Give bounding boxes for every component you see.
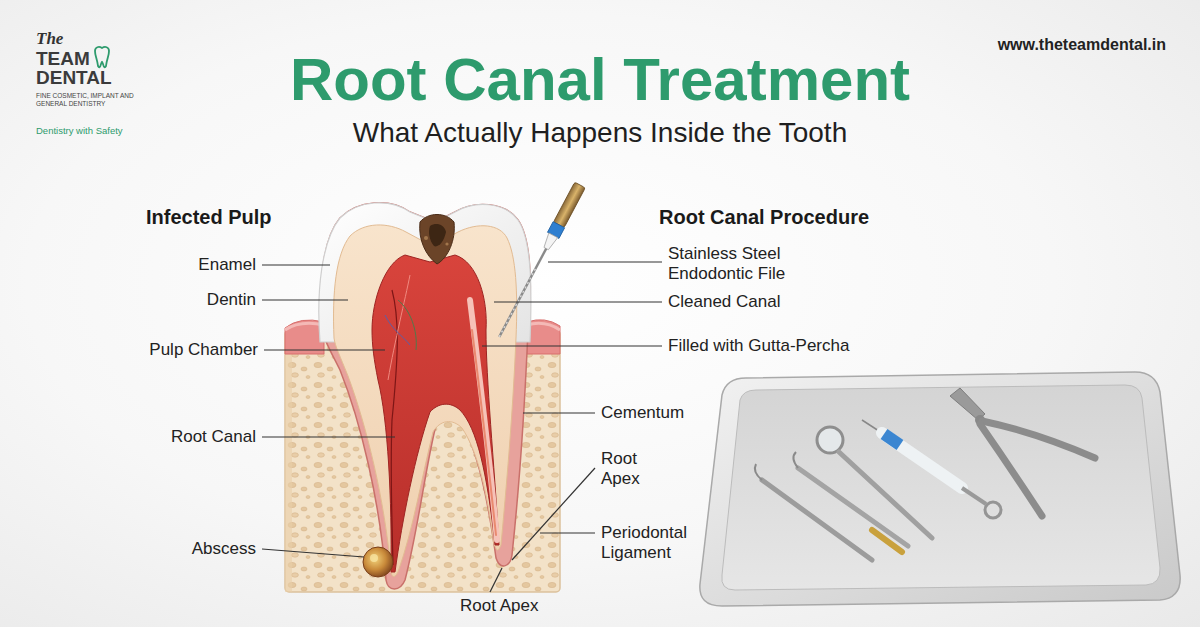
file-collar — [542, 233, 558, 251]
syringe-ring — [985, 502, 1001, 518]
part-label: Root Canal — [96, 427, 256, 447]
main-title: Root Canal Treatment — [0, 50, 1200, 110]
part-label: Abscess — [96, 539, 256, 559]
leader-line — [262, 299, 348, 300]
leader-line — [540, 532, 595, 533]
bone-side-shade — [285, 330, 292, 592]
mouth-mirror — [817, 427, 843, 453]
dentin-layer — [334, 225, 517, 577]
gold-tip — [872, 530, 902, 552]
syringe-barrel — [882, 433, 962, 488]
instrument-tray — [700, 372, 1180, 606]
gutta-percha-fill — [472, 330, 496, 535]
probe-tip — [755, 464, 762, 480]
pliers-handle — [980, 424, 1042, 516]
syringe-cap — [884, 434, 900, 445]
endodontic-file — [494, 182, 586, 340]
decay-core — [429, 224, 446, 246]
subtitle: What Actually Happens Inside the Tooth — [0, 118, 1200, 149]
pulp-nerve — [385, 315, 410, 345]
part-label: Root Apex — [601, 449, 653, 488]
part-label: Periodontal Ligament — [601, 523, 701, 562]
section-heading: Infected Pulp — [146, 206, 346, 229]
dental-probe — [762, 480, 872, 560]
leader-line — [523, 412, 595, 413]
logo-tagline: FINE COSMETIC, IMPLANT AND GENERAL DENTI… — [36, 92, 140, 109]
website-url: www.theteamdental.in — [950, 36, 1166, 54]
leader-lines — [262, 262, 662, 592]
leader-line — [548, 261, 662, 262]
leader-line — [494, 301, 662, 302]
decay-speck — [445, 242, 448, 245]
file-flutes — [499, 269, 535, 337]
pulp-nerve — [398, 300, 416, 350]
part-label: Enamel — [96, 255, 256, 275]
logo-slogan: Dentistry with Safety — [36, 126, 166, 136]
logo-tooth-icon — [95, 47, 109, 67]
part-label: Filled with Gutta-Percha — [668, 336, 928, 356]
abscess-highlight — [370, 554, 378, 562]
file-handle — [554, 182, 586, 227]
decay-speck — [424, 236, 428, 240]
leader-line — [490, 568, 502, 592]
section-heading: Root Canal Procedure — [659, 206, 919, 229]
tooth-root-surface — [321, 203, 531, 589]
pulp-vessel — [388, 275, 410, 380]
dental-explorer — [798, 468, 908, 546]
leader-line — [264, 349, 385, 350]
decay-cavity — [420, 215, 455, 265]
pulp-tissue — [372, 255, 499, 572]
leader-line — [262, 436, 395, 437]
part-label: Root Apex — [460, 596, 580, 616]
abscess-lesion — [363, 547, 393, 577]
part-label: Stainless Steel Endodontic File — [668, 244, 818, 283]
leader-line — [262, 264, 330, 265]
part-label: Pulp Chamber — [98, 340, 258, 360]
file-shaft — [499, 249, 546, 337]
logo-prefix: The — [36, 30, 76, 47]
gum-highlight — [527, 323, 560, 330]
leader-line — [262, 549, 364, 557]
tray-floor — [722, 385, 1160, 590]
logo-wordmark: TEAM DENTAL — [36, 49, 118, 88]
gum-right — [527, 320, 560, 354]
part-label: Dentin — [96, 290, 256, 310]
cleaned-canal — [470, 300, 497, 540]
gum-highlight — [285, 323, 324, 330]
part-label: Cleaned Canal — [668, 292, 888, 312]
part-label: Cementum — [601, 403, 697, 423]
leader-line — [512, 468, 595, 560]
syringe-plunger — [962, 488, 986, 504]
explorer-tip — [793, 452, 798, 468]
gum-left — [285, 320, 324, 354]
leader-line — [482, 345, 662, 346]
